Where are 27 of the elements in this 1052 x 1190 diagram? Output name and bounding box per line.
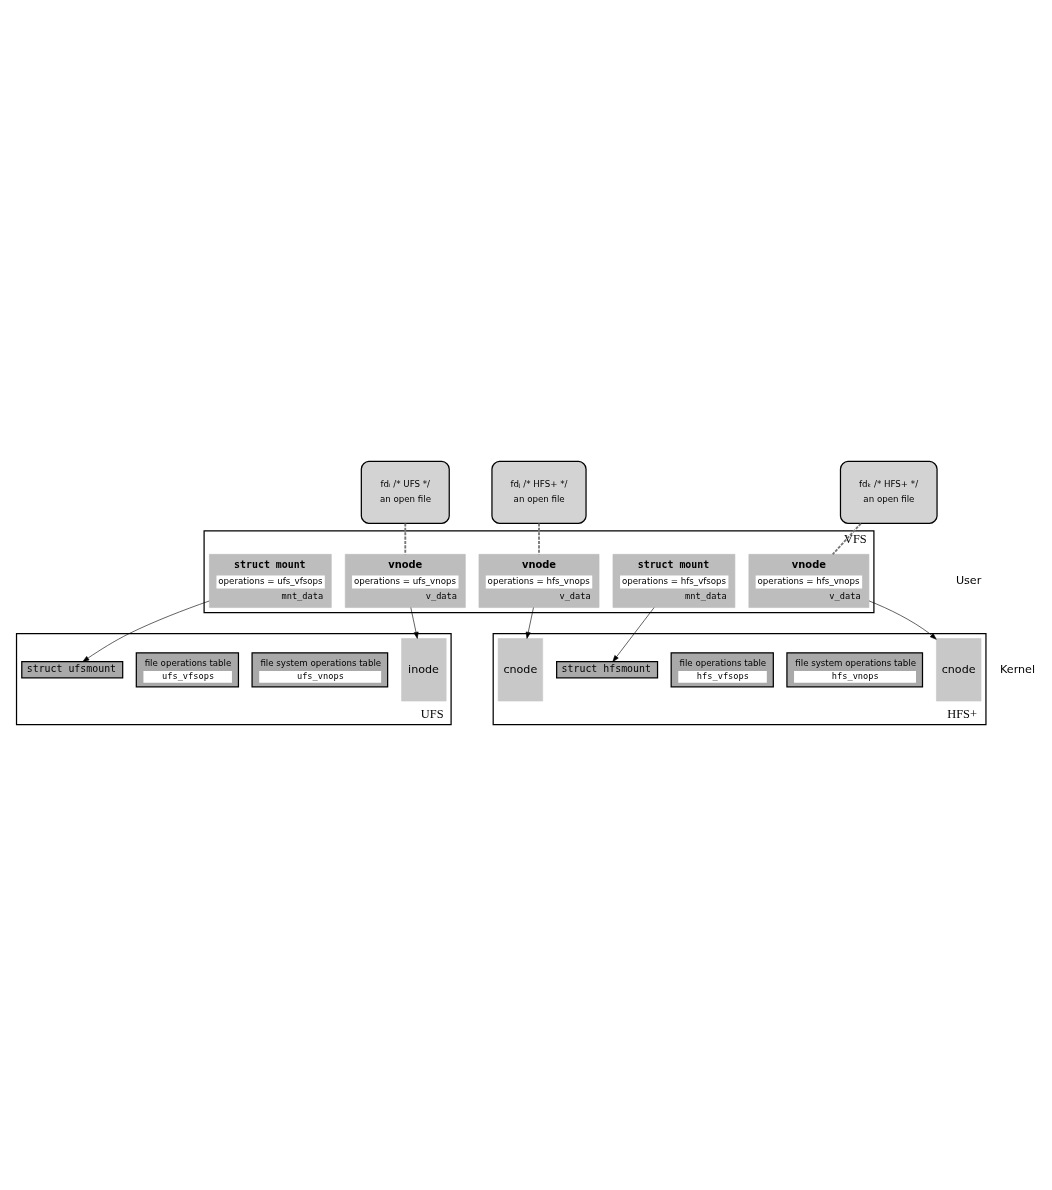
node-box: fdₖ /* HFS+ */ an open file (839, 460, 938, 524)
node-box: struct mount operations = ufs_vfsops mnt_data (209, 553, 332, 608)
node-box: file operations table ufs_vfsops (135, 651, 240, 687)
node-box: file operations table hfs_vfsops (670, 651, 774, 687)
node-box: file system operations table hfs_vnops (786, 651, 924, 687)
node-box: fdⱼ /* HFS+ */ an open file (491, 460, 587, 524)
arrow (410, 606, 419, 639)
node-box: file system operations table ufs_vnops (251, 651, 389, 687)
node-box: vnode operations = hfs_vnops v_data (748, 553, 870, 608)
arrow (82, 600, 210, 662)
arrow (868, 600, 937, 640)
connector (538, 522, 540, 555)
node-box: struct mount operations = hfs_vfsops mnt_data (612, 553, 736, 608)
node-box: vnode operations = hfs_vnops v_data (478, 553, 600, 608)
arrow (612, 606, 655, 662)
label: Kernel (1000, 662, 1035, 676)
connector (831, 522, 862, 555)
node-box: struct ufsmount (21, 660, 124, 678)
arrow (525, 606, 534, 639)
node-box: fdᵢ /* UFS */ an open file (360, 460, 450, 524)
node-box: inode (401, 637, 447, 701)
node-box: cnode (936, 637, 982, 701)
node-box: struct hfsmount (556, 660, 659, 678)
node-box: vnode operations = ufs_vnops v_data (344, 553, 466, 608)
node-box: cnode (497, 637, 543, 701)
label: User (955, 573, 982, 587)
connector (404, 522, 407, 555)
